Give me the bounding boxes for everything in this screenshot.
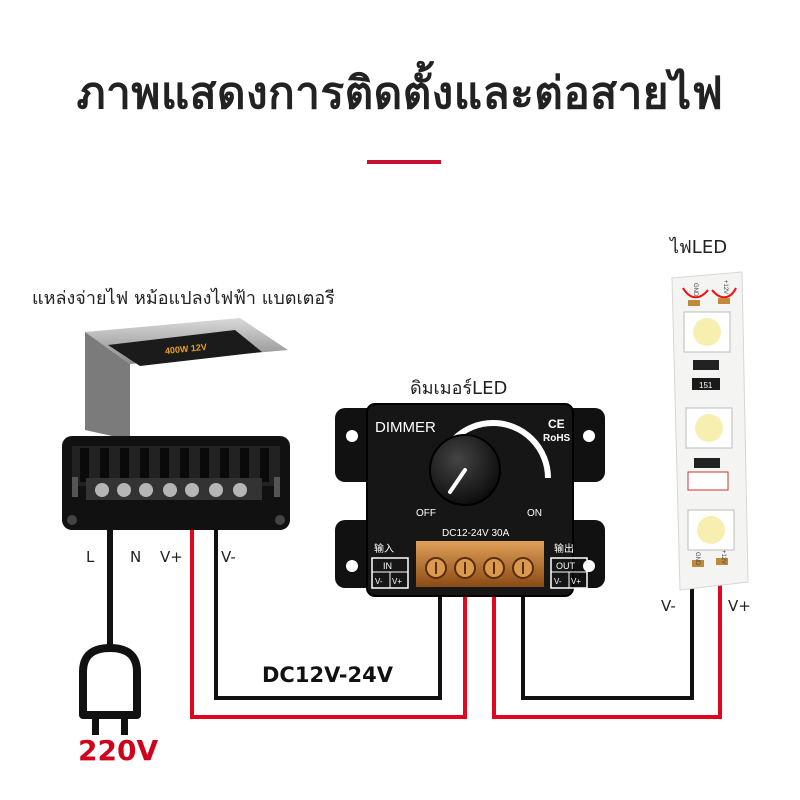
terminal-n-label: N: [130, 548, 142, 566]
led-chip: [683, 311, 731, 353]
rohs-mark: RoHS: [543, 433, 571, 444]
psu-label: 400W 12V: [164, 342, 207, 356]
led-chip: [687, 509, 735, 551]
dimmer-in-label: IN: [383, 561, 392, 571]
mains-voltage-label: 220V: [78, 734, 159, 767]
terminal-l-label: L: [86, 548, 95, 566]
ce-mark: CE: [548, 417, 565, 431]
psu-label-plate: [108, 330, 262, 366]
dimmer-terminal-block: [416, 541, 544, 587]
strip-vplus-label: V+: [728, 597, 751, 615]
dimmer-off-label: OFF: [416, 508, 436, 519]
resistor: 151: [692, 378, 720, 390]
strip-pad-gnd-top: GND: [692, 283, 698, 297]
strip-pad-12v-top: +12V: [722, 280, 728, 294]
led-chip: [685, 407, 733, 449]
psu-terminal-block: [86, 478, 262, 500]
dimmer: [335, 403, 605, 597]
strip-pad-12v-bottom: +12V: [720, 550, 726, 564]
page-title: ภาพแสดงการติดตั้งและต่อสายไฟ: [76, 68, 724, 119]
power-supply: [62, 318, 290, 530]
strip-pad-gnd-bottom: GND: [694, 552, 700, 566]
led-label: ไฟLED: [670, 237, 728, 258]
red-wire-psu-to-dimmer: [190, 490, 467, 719]
dimmer-on-label: ON: [527, 508, 542, 519]
black-wire-psu-to-dimmer: [214, 490, 442, 700]
dimmer-input-cn: 输入: [374, 542, 394, 555]
title-accent-line: [367, 160, 441, 164]
dimmer-out-vplus: V+: [571, 577, 581, 586]
dimmer-out-label: OUT: [556, 561, 576, 571]
led-strip: 151: [671, 271, 749, 591]
black-wire-dimmer-to-strip: [521, 575, 694, 700]
dimmer-out-vminus: V-: [554, 577, 562, 586]
dimmer-output-cn: 输出: [554, 542, 574, 555]
red-wire-dimmer-to-strip: [492, 575, 722, 719]
dimmer-in-vplus: V+: [392, 577, 402, 586]
dimmer-rating: DC12-24V 30A: [442, 528, 510, 539]
terminal-vminus-label: V-: [221, 548, 236, 566]
dimmer-in-vminus: V-: [375, 577, 383, 586]
dimmer-name: DIMMER: [375, 419, 436, 436]
terminal-vplus-label: V+: [160, 548, 183, 566]
dimmer-label: ดิมเมอร์LED: [410, 378, 508, 399]
strip-vminus-label: V-: [661, 597, 676, 615]
dc-voltage-label: DC12V-24V: [262, 663, 393, 687]
mains-plug: [79, 644, 141, 735]
power-supply-label: แหล่งจ่ายไฟ หม้อแปลงไฟฟ้า แบตเตอรี: [32, 288, 335, 309]
resistor-code: 151: [699, 381, 713, 390]
